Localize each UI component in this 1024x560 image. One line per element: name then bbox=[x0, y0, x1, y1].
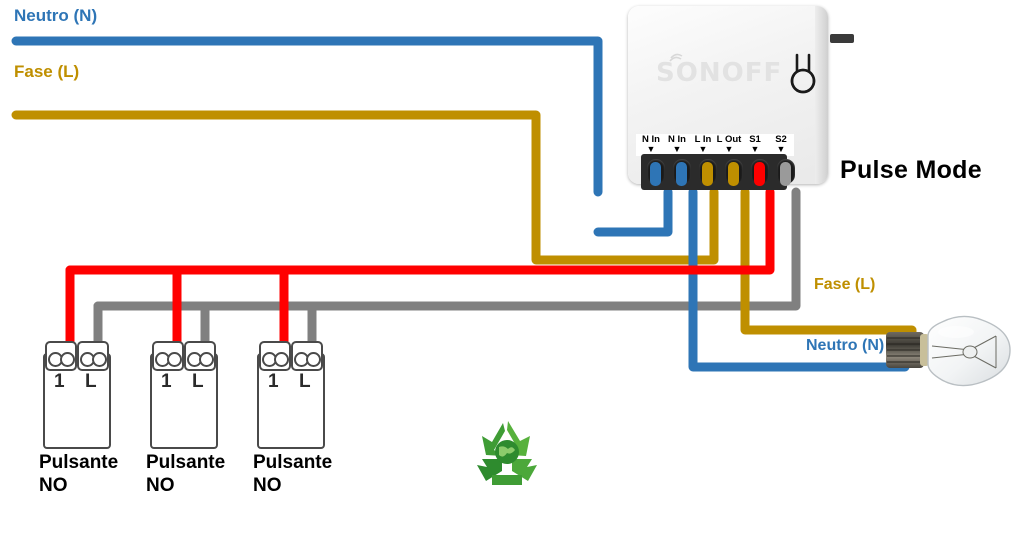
terminal-arrow-6: ▼ bbox=[776, 144, 786, 154]
antenna-stub-icon bbox=[830, 34, 854, 43]
pulsante-caption-line1: Pulsante bbox=[253, 452, 333, 473]
pulsante-caption-line1: Pulsante bbox=[146, 452, 226, 473]
terminal-label-n-in-2: N In bbox=[668, 134, 686, 145]
terminal-plug-n-in-1 bbox=[650, 162, 661, 186]
terminal-label-l-out: L Out bbox=[716, 134, 742, 145]
pulsante-terminal-group-l bbox=[184, 341, 216, 371]
wire-s2-bus bbox=[93, 187, 801, 311]
pulsante-hole-lb bbox=[199, 352, 214, 367]
label-mains-live: Fase (L) bbox=[14, 62, 80, 81]
pulsante-label-1: 1 bbox=[268, 371, 279, 392]
terminal-arrow-1: ▼ bbox=[646, 144, 656, 154]
terminal-arrow-3: ▼ bbox=[698, 144, 708, 154]
label-lamp-neutral: Neutro (N) bbox=[806, 337, 885, 354]
wire-s1-bus bbox=[65, 187, 775, 275]
pulsante-label-1: 1 bbox=[54, 371, 65, 392]
pulsante-caption: Pulsante NO bbox=[39, 451, 149, 497]
pulsante-caption-line2: NO bbox=[146, 475, 175, 496]
pulsante-label-l: L bbox=[299, 371, 311, 392]
terminal-arrow-2: ▼ bbox=[672, 144, 682, 154]
terminal-arrow-4: ▼ bbox=[724, 144, 734, 154]
terminal-label-n-in-1: N In bbox=[642, 134, 660, 145]
bulb-screw-cap bbox=[886, 332, 929, 368]
wire-lamp-neutral bbox=[688, 187, 910, 372]
pulsante-3[interactable]: 1 L Pulsante NO bbox=[253, 341, 332, 496]
pulsante-terminal-group-l bbox=[291, 341, 323, 371]
terminal-plug-l-out bbox=[728, 162, 739, 186]
pulsante-terminal-group-1 bbox=[259, 341, 291, 371]
pulsante-label-l: L bbox=[192, 371, 204, 392]
bulb-filament bbox=[931, 335, 997, 369]
light-bulb-icon bbox=[886, 315, 1011, 387]
pulsante-caption-line2: NO bbox=[253, 475, 282, 496]
device-button-icon bbox=[790, 53, 816, 94]
recycle-icon bbox=[477, 421, 537, 485]
wire-neutral-link bbox=[593, 187, 673, 237]
pulsante-terminal-group-l bbox=[77, 341, 109, 371]
label-pulse-mode: Pulse Mode bbox=[840, 156, 982, 184]
wire-mains-neutral bbox=[11, 36, 603, 197]
pulsante-caption: Pulsante NO bbox=[253, 451, 363, 497]
label-mains-neutral: Neutro (N) bbox=[14, 6, 98, 25]
pulsante-hole-lb bbox=[306, 352, 321, 367]
pulsante-caption-line2: NO bbox=[39, 475, 68, 496]
terminal-label-l-in: L In bbox=[694, 134, 712, 145]
pulsante-hole-lb bbox=[92, 352, 107, 367]
terminal-label-row: N In ▼ N In ▼ L In ▼ L Out ▼ S1 ▼ S2 ▼ bbox=[636, 134, 794, 156]
label-lamp-live: Fase (L) bbox=[814, 276, 876, 293]
pulsante-caption: Pulsante NO bbox=[146, 451, 256, 497]
pulsante-hole-1b bbox=[274, 352, 289, 367]
pulsante-hole-1b bbox=[167, 352, 182, 367]
recycle-arrows bbox=[477, 421, 537, 485]
terminal-plug-n-in-2 bbox=[676, 162, 687, 186]
terminal-arrow-5: ▼ bbox=[750, 144, 760, 154]
pulsante-label-1: 1 bbox=[161, 371, 172, 392]
sonoff-brand-logo: SONOFF bbox=[656, 58, 783, 88]
terminal-plug-l-in bbox=[702, 162, 713, 186]
terminal-plug-s2 bbox=[780, 162, 791, 186]
terminal-label-s1: S1 bbox=[749, 134, 761, 145]
pulsante-2[interactable]: 1 L Pulsante NO bbox=[146, 341, 225, 496]
sonoff-device: SONOFF N In ▼ N In ▼ L In ▼ L Out ▼ S1 ▼… bbox=[628, 6, 854, 190]
terminal-plug-s1 bbox=[754, 162, 765, 186]
terminal-label-s2: S2 bbox=[775, 134, 787, 145]
pulsante-terminal-group-1 bbox=[45, 341, 77, 371]
pulsante-1[interactable]: 1 L Pulsante NO bbox=[39, 341, 118, 496]
pulsante-hole-1b bbox=[60, 352, 75, 367]
wire-mains-live bbox=[11, 110, 719, 265]
wifi-signal-icon bbox=[669, 53, 683, 62]
pulsante-caption-line1: Pulsante bbox=[39, 452, 119, 473]
pulsante-terminal-group-1 bbox=[152, 341, 184, 371]
pulsante-label-l: L bbox=[85, 371, 97, 392]
terminal-block bbox=[641, 154, 795, 190]
